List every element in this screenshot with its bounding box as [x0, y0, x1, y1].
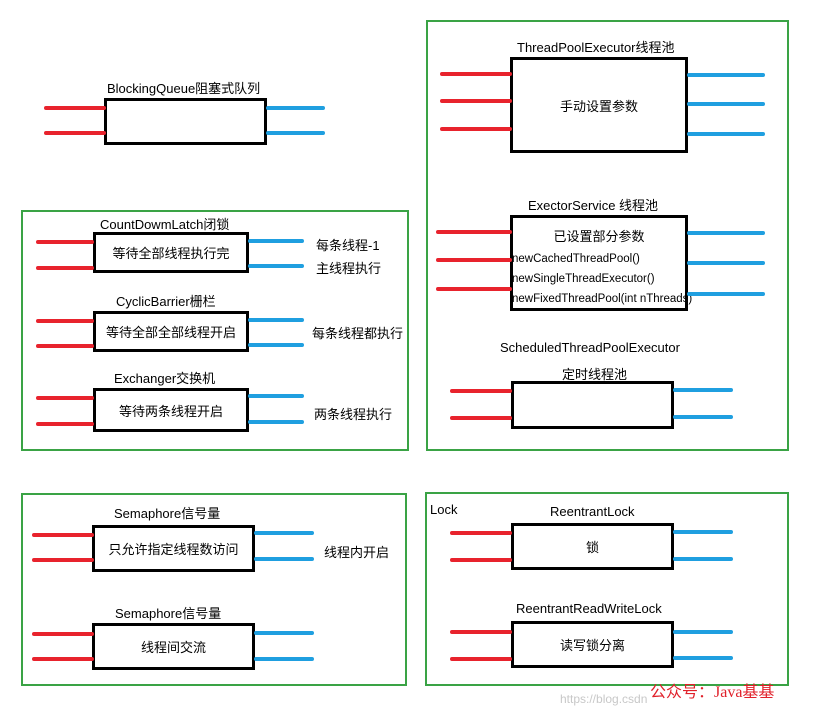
- countdown-latch-title: CountDowmLatch闭锁: [100, 217, 230, 232]
- watermark-text: 公众号：Java基基: [650, 684, 775, 701]
- semaphore-box-2: 线程间交流: [92, 623, 255, 670]
- watermark-url: https://blog.csdn: [560, 692, 648, 706]
- executor-service-title: ExectorService 线程池: [528, 198, 659, 213]
- input-line: [436, 287, 512, 291]
- input-line: [450, 389, 512, 393]
- output-line: [248, 318, 304, 322]
- input-line: [44, 106, 106, 110]
- method-cached: newCachedThreadPool(): [512, 253, 640, 265]
- reentrant-lock-box: 锁: [511, 523, 674, 570]
- exchanger-box: 等待两条线程开启: [93, 388, 249, 432]
- input-line: [436, 258, 512, 262]
- scheduled-pool-box: [511, 381, 674, 429]
- output-line: [673, 557, 733, 561]
- input-line: [450, 558, 512, 562]
- exchanger-title: Exchanger交换机: [114, 371, 216, 386]
- input-line: [450, 657, 512, 661]
- semaphore-title-2: Semaphore信号量: [115, 606, 222, 621]
- output-line: [248, 264, 304, 268]
- input-line: [32, 558, 94, 562]
- input-line: [450, 416, 512, 420]
- input-line: [32, 533, 94, 537]
- output-line: [248, 343, 304, 347]
- input-line: [440, 99, 512, 103]
- method-fixed: newFixedThreadPool(int nThreads): [512, 293, 693, 305]
- input-line: [36, 240, 94, 244]
- output-line: [248, 420, 304, 424]
- input-line: [440, 127, 512, 131]
- output-line: [266, 131, 325, 135]
- cyclic-barrier-note: 每条线程都执行: [312, 326, 404, 341]
- output-line: [254, 531, 314, 535]
- output-line: [254, 631, 314, 635]
- executor-service-box: 已设置部分参数: [510, 215, 688, 311]
- output-line: [673, 388, 733, 392]
- semaphore-box-1: 只允许指定线程数访问: [92, 525, 255, 572]
- input-line: [44, 131, 106, 135]
- lock-label: Lock: [430, 502, 458, 517]
- input-line: [36, 344, 94, 348]
- scheduled-pool-title: ScheduledThreadPoolExecutor: [500, 340, 680, 355]
- blocking-queue-title: BlockingQueue阻塞式队列: [107, 81, 261, 96]
- semaphore-group: [21, 493, 407, 686]
- reentrant-lock-title: ReentrantLock: [550, 504, 635, 519]
- output-line: [687, 231, 765, 235]
- thread-pool-executor-title: ThreadPoolExecutor线程池: [517, 40, 675, 55]
- input-line: [436, 230, 512, 234]
- output-line: [673, 415, 733, 419]
- input-line: [440, 72, 512, 76]
- cyclic-barrier-title: CyclicBarrier栅栏: [116, 294, 216, 309]
- output-line: [673, 630, 733, 634]
- input-line: [36, 266, 94, 270]
- output-line: [673, 530, 733, 534]
- input-line: [32, 657, 94, 661]
- input-line: [36, 319, 94, 323]
- output-line: [254, 657, 314, 661]
- output-line: [687, 73, 765, 77]
- executor-service-methods: newCachedThreadPool() newSingleThreadExe…: [512, 249, 692, 309]
- countdown-latch-box: 等待全部线程执行完: [93, 232, 249, 273]
- output-line: [266, 106, 325, 110]
- blocking-queue-box: [104, 98, 267, 145]
- output-line: [687, 102, 765, 106]
- method-single: newSingleThreadExecutor(): [512, 273, 655, 285]
- countdown-note-2: 主线程执行: [316, 261, 382, 276]
- lock-group: [425, 492, 789, 686]
- executor-service-subtitle: 已设置部分参数: [553, 229, 645, 244]
- input-line: [36, 422, 94, 426]
- exchanger-note: 两条线程执行: [314, 407, 393, 422]
- semaphore-note: 线程内开启: [324, 545, 390, 560]
- input-line: [450, 630, 512, 634]
- sync-tools-group: [21, 210, 409, 451]
- cyclic-barrier-box: 等待全部全部线程开启: [93, 311, 249, 352]
- output-line: [687, 292, 765, 296]
- input-line: [32, 632, 94, 636]
- output-line: [254, 557, 314, 561]
- semaphore-title-1: Semaphore信号量: [114, 506, 221, 521]
- output-line: [248, 239, 304, 243]
- thread-pool-group: [426, 20, 789, 451]
- output-line: [687, 261, 765, 265]
- scheduled-pool-subtitle: 定时线程池: [562, 367, 628, 382]
- read-write-lock-title: ReentrantReadWriteLock: [516, 601, 662, 616]
- output-line: [673, 656, 733, 660]
- input-line: [36, 396, 94, 400]
- thread-pool-executor-box: 手动设置参数: [510, 57, 688, 153]
- output-line: [248, 394, 304, 398]
- read-write-lock-box: 读写锁分离: [511, 621, 674, 668]
- output-line: [687, 132, 765, 136]
- input-line: [450, 531, 512, 535]
- countdown-note-1: 每条线程-1: [316, 238, 380, 253]
